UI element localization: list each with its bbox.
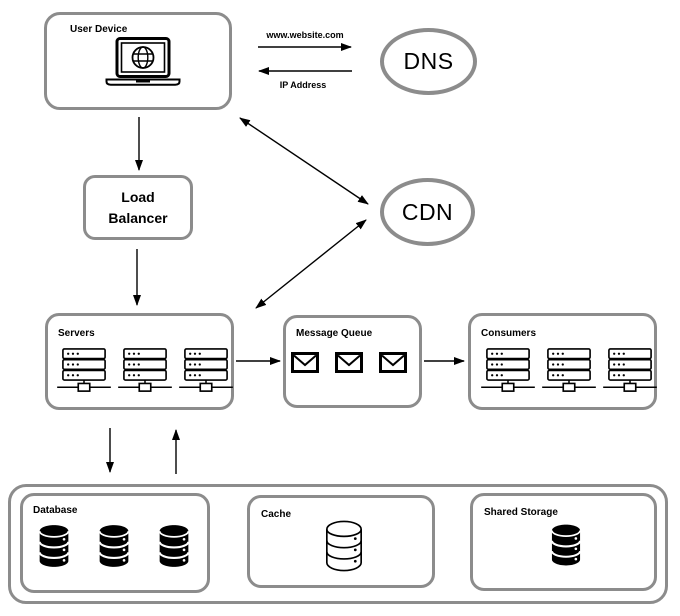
server-rack-icon	[602, 348, 658, 394]
cache-label: Cache	[261, 509, 292, 520]
server-rack-icon	[480, 348, 536, 394]
database-cylinder-icon	[38, 524, 70, 568]
node-database: Database	[20, 493, 210, 593]
database-cylinder-icon	[98, 524, 130, 568]
server-rack-icon	[117, 348, 173, 394]
node-user-device: User Device	[44, 12, 232, 110]
node-servers: Servers	[45, 313, 234, 410]
server-rack-icon	[178, 348, 234, 394]
envelope-icon	[379, 352, 407, 373]
server-rack-icon	[56, 348, 112, 394]
node-message-queue: Message Queue	[283, 315, 422, 408]
cdn-label: CDN	[401, 198, 454, 225]
node-consumers: Consumers	[468, 313, 657, 410]
database-cylinder-icon	[551, 523, 581, 567]
load-balancer-label: Load Balancer	[108, 189, 168, 226]
node-load-balancer: Load Balancer	[83, 175, 193, 240]
node-shared-storage: Shared Storage	[470, 493, 657, 591]
server-rack-icon	[541, 348, 597, 394]
database-cylinder-outline-icon	[325, 520, 363, 572]
envelope-icon	[291, 352, 319, 373]
dns-label: DNS	[403, 48, 454, 74]
message-queue-icon-row	[291, 352, 407, 373]
arrow-user-device-cdn-bidirectional	[239, 117, 369, 205]
consumers-label: Consumers	[481, 328, 537, 339]
laptop-globe-icon	[104, 37, 182, 87]
shared-storage-label: Shared Storage	[484, 507, 558, 518]
node-dns: DNS	[380, 28, 477, 95]
database-cylinder-icon	[158, 524, 190, 568]
consumers-icon-row	[480, 348, 658, 394]
node-cache: Cache	[247, 495, 435, 588]
arrow-cdn-servers-bidirectional	[255, 219, 367, 309]
edge-label-dns-request: www.website.com	[266, 30, 344, 40]
envelope-icon	[335, 352, 363, 373]
database-label: Database	[33, 505, 78, 516]
servers-label: Servers	[58, 328, 95, 339]
edge-label-dns-response: IP Address	[279, 80, 327, 90]
servers-icon-row	[56, 348, 234, 394]
database-icon-row	[38, 524, 190, 568]
user-device-label: User Device	[70, 24, 128, 35]
message-queue-label: Message Queue	[296, 328, 373, 339]
node-cdn: CDN	[380, 178, 475, 246]
